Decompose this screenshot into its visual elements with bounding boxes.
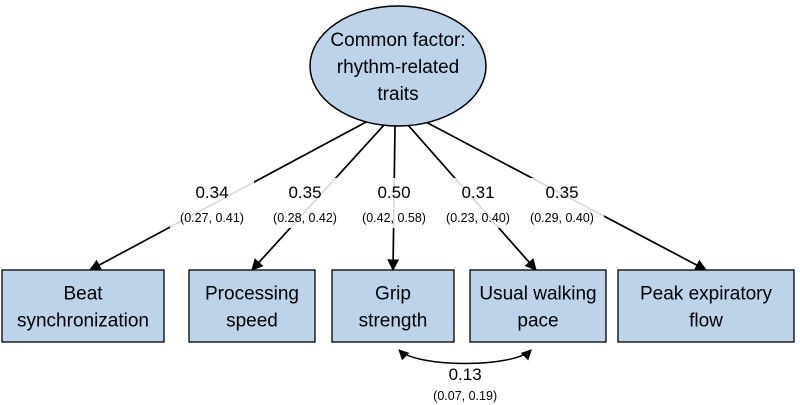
covariance-arrow: [398, 349, 532, 365]
factor-label-line: Common factor:: [330, 30, 465, 51]
trait-label-line: synchronization: [17, 311, 149, 332]
loading-ci: (0.23, 0.40): [446, 211, 510, 225]
loading-value: 0.35: [288, 183, 321, 202]
loading-value: 0.34: [195, 183, 228, 202]
trait-label-line: Peak expiratory: [640, 284, 773, 305]
loading-ci: (0.29, 0.40): [530, 211, 594, 225]
trait-box: [617, 269, 795, 343]
loading-ci: (0.42, 0.58): [362, 211, 426, 225]
trait-label-line: pace: [517, 311, 558, 332]
label-backdrop: [436, 178, 520, 228]
factor-ellipse: [309, 5, 487, 127]
loading-ci: (0.28, 0.42): [273, 211, 337, 225]
trait-box: [188, 269, 316, 343]
loading-value: 0.35: [545, 183, 578, 202]
factor-label-line: rhythm-related: [337, 57, 460, 78]
coefficient-labels: 0.34 (0.27, 0.41) 0.35 (0.28, 0.42) 0.50 (0.4…: [170, 178, 604, 403]
trait-label-line: Grip: [375, 284, 411, 305]
label-backdrop: [263, 178, 347, 228]
trait-label-line: speed: [226, 311, 278, 332]
label-backdrop: [352, 178, 436, 228]
loading-value: 0.50: [377, 183, 410, 202]
loading-ci: (0.27, 0.41): [180, 211, 244, 225]
covariance-value: 0.13: [449, 365, 482, 384]
label-backdrop: [170, 178, 254, 228]
trait-label-line: Usual walking: [479, 284, 596, 305]
trait-box: [1, 269, 165, 343]
trait-label-line: Processing: [205, 284, 299, 305]
trait-label-line: strength: [359, 311, 428, 332]
label-backdrop: [520, 178, 604, 228]
factor-label-line: traits: [377, 84, 418, 105]
trait-box: [469, 269, 607, 343]
loading-value: 0.31: [461, 183, 494, 202]
trait-label-line: flow: [689, 311, 723, 332]
trait-label-line: Beat: [63, 284, 103, 305]
trait-box: [331, 269, 455, 343]
covariance-ci: (0.07, 0.19): [433, 389, 497, 403]
